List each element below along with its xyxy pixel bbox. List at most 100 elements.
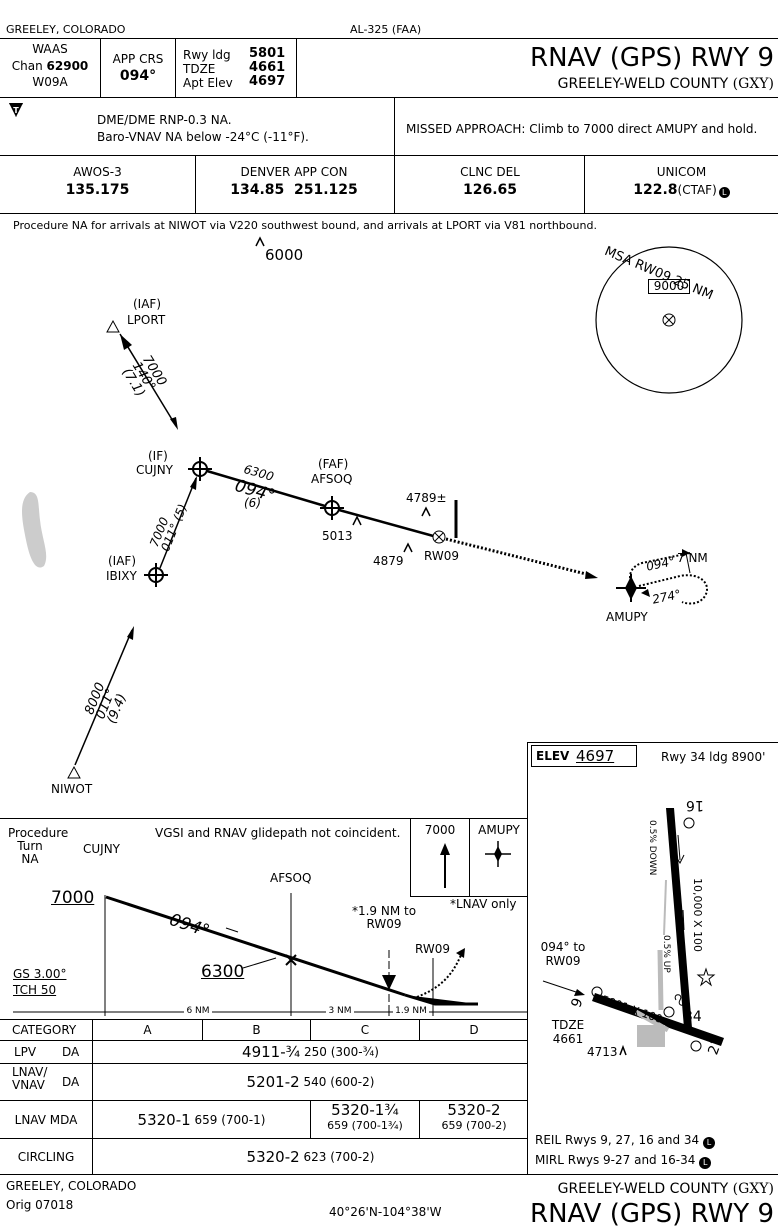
climb-arrow-head (440, 843, 450, 855)
reil-16-icon (683, 817, 695, 829)
obstacle-4879: 4879 (373, 554, 404, 568)
note-line-2: Baro-VNAV NA below -24°C (-11°F). (97, 130, 309, 144)
lnav-d-sub: 659 (700-2) (441, 1119, 507, 1132)
circling-value: 5320-2 (246, 1147, 300, 1166)
lnav-ab-sub: 659 (700-1) (194, 1112, 266, 1127)
lport-role: (IAF) (133, 297, 162, 311)
circling-minimums: 5320-2 623 (700-2) (93, 1139, 528, 1174)
category-label: CATEGORY (12, 1023, 77, 1037)
rwy-ldg-label: Rwy ldg (183, 48, 231, 62)
inbound-course-line-1: 094° to (540, 940, 586, 954)
lnav-vnav-label-line: LNAV/ (12, 1065, 48, 1079)
mirl-note: MIRL Rwys 9-27 and 16-34 L (535, 1153, 712, 1169)
holding-arrowhead (641, 589, 650, 597)
chan-value: 62900 (46, 59, 89, 73)
course-arrow (225, 927, 239, 933)
vdp-note: *1.9 NM to RW09 (345, 905, 423, 931)
footer-title: RNAV (GPS) RWY 9 (530, 1199, 774, 1229)
col-rule (202, 1019, 203, 1041)
vdp-arrowhead (382, 975, 396, 990)
footer-airport-code: (GXY) (732, 1181, 774, 1197)
pcl-icon: L (718, 187, 730, 198)
taxiway (663, 879, 667, 936)
reil-9-icon (591, 986, 603, 998)
niwot-name: NIWOT (51, 782, 93, 796)
vdp-note-line: *1.9 NM to (351, 904, 417, 918)
circling-label: CIRCLING (17, 1149, 75, 1164)
footer-orig: Orig 07018 (6, 1198, 74, 1212)
tch: TCH 50 (13, 983, 57, 997)
airport-diagram-top-rule (527, 742, 778, 743)
dist-segment-1: 6 NM (105, 1006, 291, 1017)
afsoq-role: (FAF) (318, 457, 349, 471)
comm-label-awos: AWOS-3 (73, 165, 122, 179)
diagram-tdze-label: TDZE (551, 1018, 585, 1032)
cujny-name: CUJNY (136, 463, 174, 477)
inbound-course-note: 094° to RW09 (537, 940, 589, 968)
ibixy-arrowhead (190, 476, 197, 490)
missed-climb-arrowhead (456, 948, 465, 958)
lnav-vnav-label-line: VNAV (12, 1078, 45, 1092)
row-rule (0, 1138, 528, 1139)
col-rule (419, 1100, 420, 1138)
lnav-vnav-da: DA (62, 1075, 80, 1089)
airport-code: (GXY) (732, 76, 774, 92)
missed-climb-path (416, 954, 462, 998)
missed-approach-arrowhead (585, 571, 598, 579)
row-rule (0, 1040, 528, 1041)
lport-fix-icon (106, 319, 120, 333)
distance-ticks (104, 1008, 434, 1016)
ibixy-name: IBIXY (106, 569, 137, 583)
dist-label: 1.9 NM (393, 1006, 429, 1016)
lpv-sub: 250 (300-¾) (304, 1045, 379, 1059)
comm-value-unicom: 122.8 (633, 182, 678, 198)
alternate-minimums-symbol: T (13, 106, 19, 115)
diagram-tdze: TDZE 4661 (548, 1018, 588, 1046)
lport-leg (119, 333, 177, 427)
amupy-name: AMUPY (606, 610, 648, 624)
rwy-ldg-value: 5801 (249, 46, 286, 61)
category-b: B (252, 1023, 261, 1037)
obstacle-icon (255, 236, 265, 247)
missed-alt: 7000 (424, 823, 456, 837)
lpv-da: DA (62, 1045, 80, 1059)
app-crs-label: APP CRS (112, 52, 164, 66)
diagram-tdze-value: 4661 (552, 1032, 584, 1046)
comms-box: AWOS-3 135.175 DENVER APP CON 134.85 251… (0, 155, 778, 214)
footer-rule (0, 1174, 778, 1175)
missed-approach-path (445, 537, 591, 577)
elev-box: ELEV 4697 (531, 745, 637, 767)
col-rule (419, 1019, 420, 1041)
dist-segment-3: 1.9 NM (389, 1006, 433, 1017)
chan-line: Chan 62900 (0, 59, 100, 73)
lport-name: LPORT (127, 313, 166, 327)
profile-alt-6300: 6300 (201, 962, 245, 982)
amupy-fix-icon (616, 574, 646, 602)
elev-value: 4697 (576, 747, 615, 765)
chart-id: AL-325 (FAA) (350, 23, 422, 36)
lnav-ab-value: 5320-1 (137, 1110, 191, 1129)
lport-arrowhead (170, 417, 178, 430)
ibixy-leg (159, 477, 197, 569)
holding-pattern (629, 552, 691, 583)
afsoq-name: AFSOQ (311, 472, 353, 486)
msa-center-icon (662, 313, 676, 327)
dist-segment-2: 3 NM (291, 1006, 389, 1017)
hold-leg-marker (685, 552, 691, 574)
gradient-arrow-down (677, 834, 681, 861)
airport-diagram-border (527, 742, 528, 1175)
beacon-star-icon (696, 967, 716, 987)
category-c: C (360, 1023, 370, 1037)
mirl-text: MIRL Rwys 9-27 and 16-34 (535, 1153, 696, 1167)
cujny-fix-icon (188, 457, 212, 481)
obstacle-6000-label: 6000 (265, 246, 304, 264)
runway-9-27 (592, 993, 724, 1046)
niwot-leg (74, 629, 133, 766)
obstacle-5013: 5013 (322, 529, 353, 543)
ibixy-fix-icon (144, 563, 168, 587)
missed-box-divider (469, 818, 470, 897)
inbound-arrowhead (574, 989, 585, 996)
faf-maltese-cross-icon (285, 954, 297, 966)
circling-sub: 623 (700-2) (303, 1149, 375, 1164)
ctaf-label: (CTAF) (677, 183, 717, 197)
